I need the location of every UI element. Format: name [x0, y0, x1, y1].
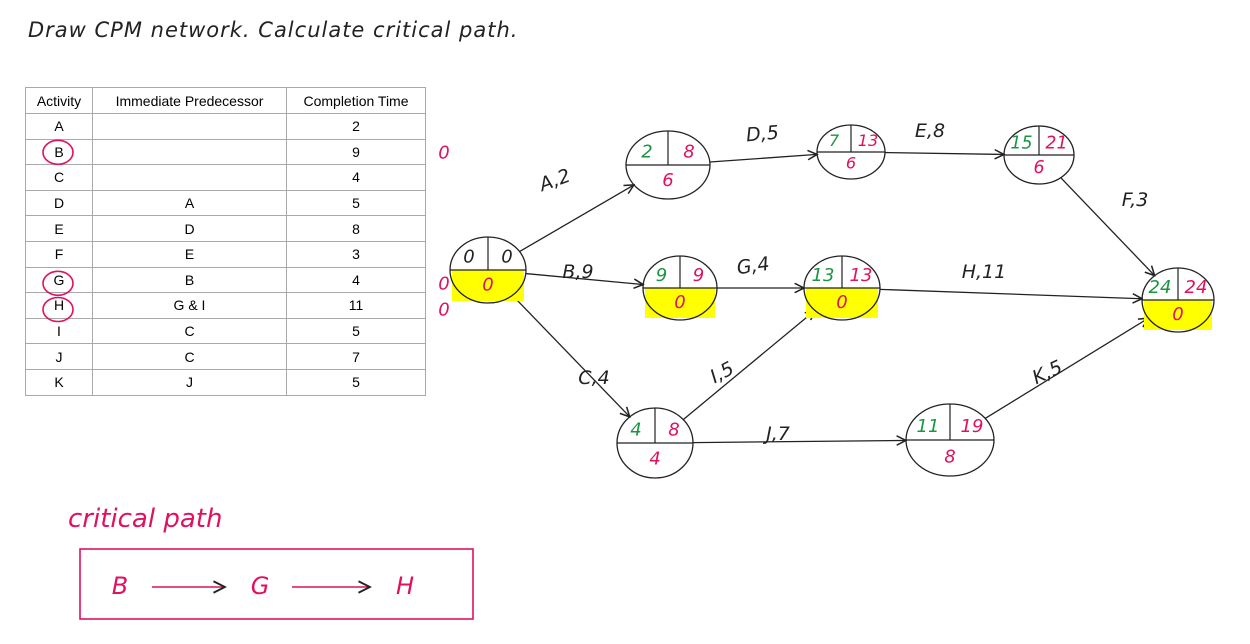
table-header-row: Activity Immediate Predecessor Completio…	[25, 87, 426, 114]
critical-path-heading: critical path	[68, 504, 222, 534]
activity-arrow-label: E,8	[915, 120, 945, 142]
critical-path-step: G	[251, 572, 270, 600]
activity-circle-mark	[42, 270, 74, 297]
time-cell: 5	[286, 368, 426, 396]
activity-arrow-label: G,4	[735, 253, 771, 279]
column-header-activity: Activity	[25, 87, 93, 114]
event-node: 24 240	[1141, 267, 1215, 333]
activity-arrow	[682, 310, 815, 421]
event-node: 13 130	[803, 255, 881, 321]
slack-value: 0	[1172, 304, 1183, 325]
critical-path-box	[79, 548, 474, 620]
earliest-start-value: 24	[1149, 277, 1172, 298]
earliest-start-value: 9	[656, 265, 667, 286]
predecessor-cell: D	[92, 215, 287, 242]
earliest-start-value: 0	[463, 247, 474, 268]
slack-value: 4	[649, 449, 660, 470]
page-title: Draw CPM network. Calculate critical pat…	[28, 18, 519, 42]
activity-cell: D	[25, 189, 93, 217]
activity-circle-mark	[42, 296, 74, 323]
activity-circle-mark	[42, 139, 74, 166]
table-annotations: 0 0 0	[42, 139, 450, 323]
activity-arrow	[984, 318, 1148, 419]
time-cell: 9	[286, 138, 426, 166]
earliest-start-value: 7	[829, 131, 840, 150]
latest-finish-value: 19	[961, 416, 984, 437]
latest-finish-value: 13	[850, 265, 873, 286]
row-slack-mark: 0	[438, 142, 449, 163]
column-header-time: Completion Time	[286, 87, 426, 114]
activity-arrow	[692, 440, 906, 442]
activity-arrow-label: B,9	[562, 261, 593, 283]
time-cell: 8	[286, 215, 426, 242]
activity-cell: B	[25, 138, 93, 166]
event-node: 15 216	[1003, 125, 1075, 185]
event-node: 11 19 8	[905, 403, 995, 477]
activity-arrow-label: K,5	[1029, 356, 1066, 389]
event-node: 7 136	[816, 124, 886, 180]
activity-arrow-label: A,2	[535, 165, 574, 197]
time-cell: 4	[286, 266, 426, 294]
activity-arrow	[884, 153, 1004, 155]
slack-value: 6	[846, 154, 856, 173]
event-node: 9 90	[642, 255, 718, 321]
activity-arrow	[519, 185, 634, 253]
slack-value: 6	[1033, 158, 1044, 178]
earliest-start-value: 13	[812, 265, 835, 286]
critical-path-step: H	[396, 572, 414, 600]
row-slack-mark: 0	[438, 300, 449, 321]
activity-table: Activity Immediate Predecessor Completio…	[25, 87, 426, 396]
slack-value: 0	[836, 292, 847, 313]
activity-arrow	[709, 154, 817, 163]
slack-value: 6	[662, 170, 673, 191]
slack-value: 8	[944, 446, 955, 467]
row-slack-mark: 0	[438, 273, 449, 294]
activity-arrow	[525, 272, 643, 285]
latest-finish-value: 24	[1185, 277, 1208, 298]
activity-arrow	[1060, 177, 1155, 276]
slack-value: 0	[674, 292, 685, 313]
slack-value: 0	[482, 274, 493, 295]
activity-arrow	[511, 294, 629, 417]
event-node: 2 86	[625, 130, 711, 200]
latest-finish-value: 21	[1045, 134, 1067, 154]
activity-arrow	[879, 288, 1142, 298]
activity-arrow-label: I,5	[707, 357, 738, 388]
activity-arrow-label: H,11	[962, 261, 1007, 283]
activity-arrow-label: F,3	[1122, 189, 1149, 211]
earliest-start-value: 15	[1010, 134, 1032, 154]
latest-finish-value: 0	[501, 247, 512, 268]
time-cell: 7	[286, 343, 426, 370]
earliest-start-value: 11	[917, 416, 940, 437]
critical-path-step: B	[112, 572, 128, 600]
latest-finish-value: 8	[668, 419, 679, 440]
latest-finish-value: 13	[858, 131, 879, 150]
predecessor-cell: J	[92, 368, 287, 396]
earliest-start-value: 4	[630, 419, 641, 440]
latest-finish-value: 8	[683, 142, 694, 163]
latest-finish-value: 9	[693, 265, 704, 286]
time-cell: 2	[286, 113, 426, 140]
earliest-start-value: 2	[641, 142, 652, 163]
time-cell: 11	[286, 292, 426, 319]
predecessor-cell: A	[92, 189, 287, 217]
activity-arrow-label: J,7	[762, 423, 790, 445]
activity-arrow-label: C,4	[578, 367, 609, 389]
activity-arrow-label: D,5	[745, 122, 780, 147]
column-header-predecessor: Immediate Predecessor	[92, 87, 287, 114]
